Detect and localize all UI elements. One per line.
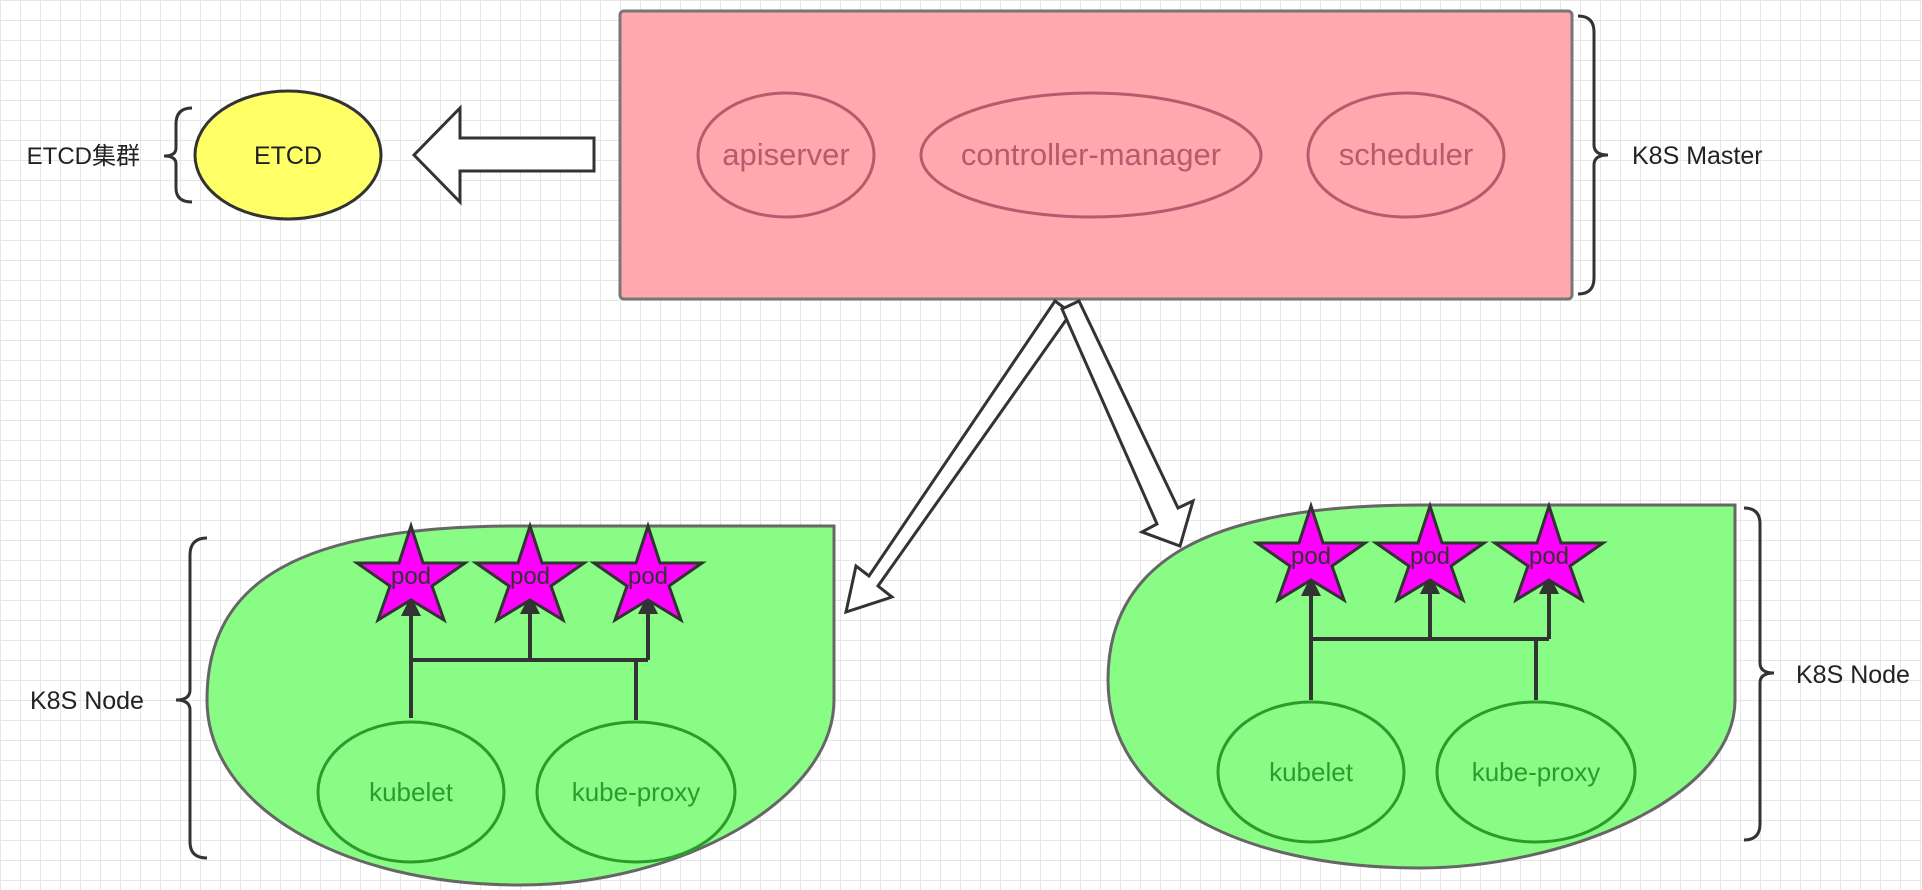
arrow-to-node-right xyxy=(1060,299,1196,548)
arrow-down-icon xyxy=(843,298,1196,615)
k8s-node-right: pod pod pod kubelet kube-proxy K8S Node xyxy=(1106,501,1910,870)
pod-label: pod xyxy=(1410,543,1450,570)
node-right-label: K8S Node xyxy=(1796,661,1910,689)
node-left-label: K8S Node xyxy=(30,687,144,715)
pod-star[interactable] xyxy=(1490,501,1608,604)
kube-proxy-label: kube-proxy xyxy=(1472,757,1601,787)
kube-proxy-agent[interactable] xyxy=(535,720,737,864)
pod-star[interactable] xyxy=(352,521,470,624)
pod-star[interactable] xyxy=(589,521,707,624)
controller-manager-label: controller-manager xyxy=(961,137,1221,172)
etcd-node-label: ETCD xyxy=(254,142,322,170)
scheduler-label: scheduler xyxy=(1339,137,1473,172)
etcd-node[interactable] xyxy=(193,89,383,221)
arrow-to-node-left xyxy=(843,298,1074,615)
pod-label: pod xyxy=(1291,543,1331,570)
apiserver-component[interactable] xyxy=(696,91,876,219)
kubelet-agent[interactable] xyxy=(1216,700,1406,844)
pod-label: pod xyxy=(391,563,431,590)
k8s-master: apiserver controller-manager scheduler K… xyxy=(618,9,1763,301)
apiserver-label: apiserver xyxy=(722,137,850,172)
pod-star[interactable] xyxy=(1371,501,1489,604)
etcd-brace xyxy=(163,106,193,204)
kubelet-label: kubelet xyxy=(369,777,454,807)
master-box[interactable] xyxy=(618,9,1574,301)
master-brace xyxy=(1577,14,1609,296)
pod-star[interactable] xyxy=(471,521,589,624)
pod-label: pod xyxy=(628,563,668,590)
pod-star[interactable] xyxy=(1252,501,1370,604)
master-label: K8S Master xyxy=(1632,142,1763,170)
pod-label: pod xyxy=(510,563,550,590)
kubelet-agent[interactable] xyxy=(316,720,506,864)
node-right-brace xyxy=(1743,506,1775,842)
scheduler-component[interactable] xyxy=(1306,91,1506,219)
kube-proxy-agent[interactable] xyxy=(1435,700,1637,844)
k8s-node-left: pod pod pod kubelet kube-proxy K8S Node xyxy=(30,521,836,887)
etcd-cluster: ETCD集群 ETCD xyxy=(27,89,383,221)
arrow-left-icon xyxy=(411,104,596,206)
kubelet-label: kubelet xyxy=(1269,757,1354,787)
kube-proxy-label: kube-proxy xyxy=(572,777,701,807)
controller-manager-component[interactable] xyxy=(919,91,1263,219)
pod-label: pod xyxy=(1529,543,1569,570)
node-left-brace xyxy=(175,536,208,860)
etcd-cluster-label: ETCD集群 xyxy=(27,143,140,170)
